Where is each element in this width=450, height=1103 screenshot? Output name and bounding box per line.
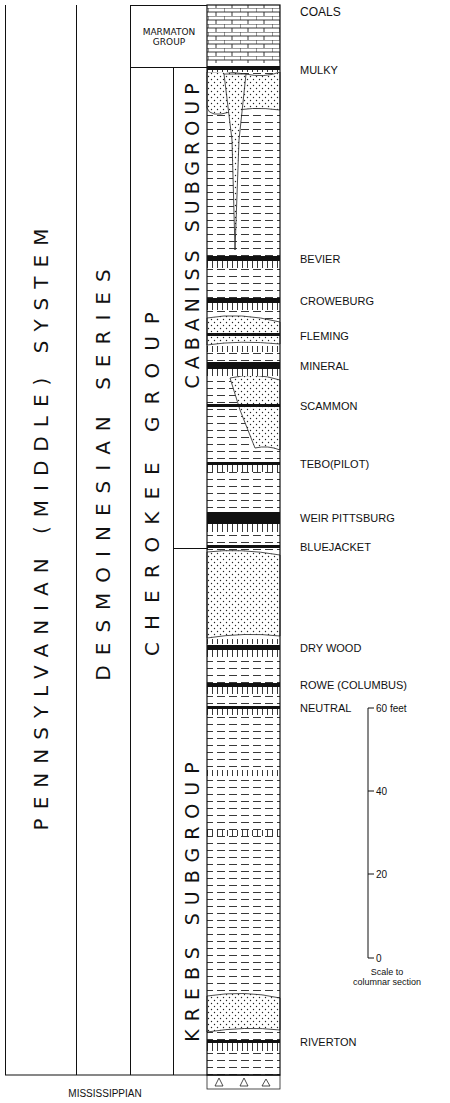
coal-name: DRY WOOD	[300, 642, 361, 654]
system-band: PENNSYLVANIAN (MIDDLE) SYSTEM DESMOINESIA…	[5, 5, 205, 1075]
unit-name: CABANISS SUBGROUP	[183, 77, 202, 388]
group-name: MARMATON GROUP	[134, 27, 205, 48]
scale-label: 20	[376, 869, 387, 880]
coal-name: MULKY	[300, 64, 338, 76]
coal-name: SCAMMON	[300, 400, 357, 412]
subgroup-band: KREBS SUBGROUP	[173, 548, 208, 1075]
coal-name: BLUEJACKET	[300, 541, 371, 553]
unit-name: DESMOINESIAN SERIES	[93, 259, 113, 680]
lithology	[5, 5, 280, 1089]
scale-label: 0	[376, 953, 382, 964]
unit-name: CHEROKEE GROUP	[142, 300, 162, 656]
group-box: MARMATON GROUP	[130, 5, 207, 68]
column-heading: COALS	[300, 6, 341, 19]
scale-label: 60 feet	[376, 703, 407, 714]
unit-name: KREBS SUBGROUP	[183, 754, 202, 1041]
coal-name: BEVIER	[300, 253, 340, 265]
unit-name: PENNSYLVANIAN (MIDDLE) SYSTEM	[31, 220, 51, 831]
coal-name: MINERAL	[300, 360, 349, 372]
scale-bar	[368, 708, 374, 958]
coal-name: WEIR PITTSBURG	[300, 512, 395, 524]
coal-name: TEBO(PILOT)	[300, 458, 369, 470]
coal-name: RIVERTON	[300, 1036, 356, 1048]
series-band: DESMOINESIAN SERIES MARMATON GROUP CHEROKE…	[76, 5, 206, 1075]
coal-name: NEUTRAL	[300, 702, 351, 714]
group-band: CHEROKEE GROUP CABANISS SUBGROUP KREBS SUB…	[130, 68, 207, 1075]
scale-caption: Scale to columnar section	[352, 968, 422, 988]
scale-label: 40	[376, 786, 387, 797]
subgroup-band: CABANISS SUBGROUP	[173, 68, 208, 548]
coal-name: ROWE (COLUMBUS)	[300, 679, 407, 691]
coal-name: FLEMING	[300, 330, 349, 342]
period-name: MISSISSIPPIAN	[68, 1088, 141, 1099]
coal-name: CROWEBURG	[300, 295, 374, 307]
